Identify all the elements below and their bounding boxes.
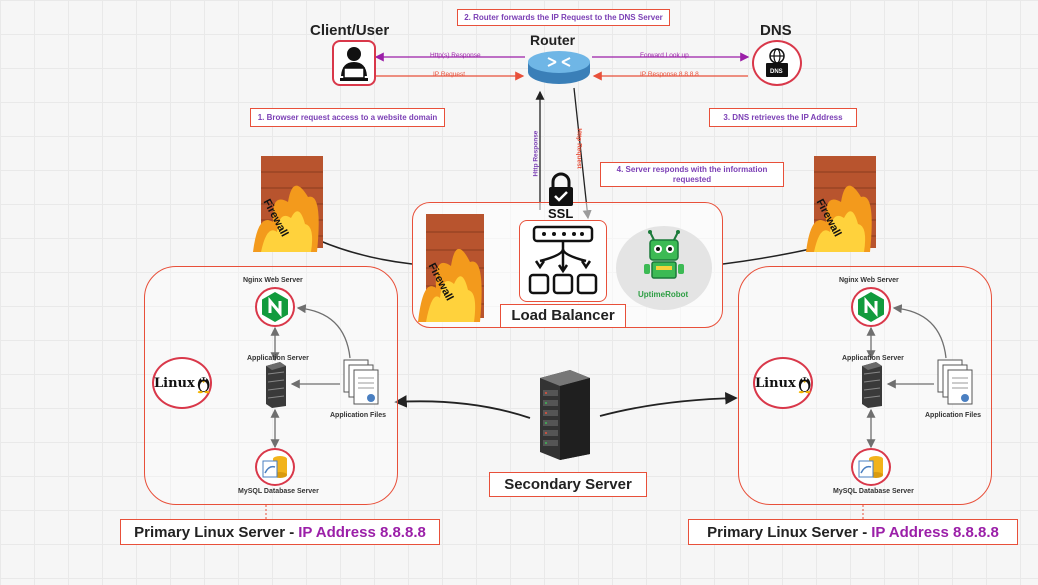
client-icon-box [332,40,376,86]
edge-label-lb-response: Http Response [532,130,540,177]
primary-title-text-right: Primary Linux Server - [707,523,868,541]
edge-label-client-request: IP Request [433,71,466,78]
nginx-label-right: Nginx Web Server [839,277,899,284]
router-label: Router [530,32,576,48]
app-files-icon-right [934,358,974,408]
nginx-icon-right [851,287,891,327]
lock-icon [545,172,577,208]
note-step1: 1. Browser request access to a website d… [250,108,445,127]
firewall-lb: Firewall [418,210,490,322]
edge-left-firewall [317,239,413,265]
dns-icon-text: DNS [770,69,783,75]
linux-icon-right: Linux [753,357,813,409]
edge-label-dns-response: IP Response 8.8.8.8 [640,71,699,78]
dns-icon: DNS [752,40,802,86]
note-step2: 2. Router forwards the IP Request to the… [457,9,670,26]
mysql-icon-right [851,448,891,486]
primary-ip-right: IP Address 8.8.8.8 [871,523,999,541]
edge-lb-request [573,87,592,220]
edge-secondary-left [394,395,531,419]
edge-label-lb-request: Http Request [575,128,583,169]
edge-label-dns-forward: Forward Look up [640,52,689,59]
primary-ip-left: IP Address 8.8.8.8 [298,523,426,541]
note-step4: 4. Server responds with the information … [600,162,784,187]
tux-icon-right [798,377,811,394]
edge-label-client-response: Http(s) Response [430,52,481,59]
app-server-icon-right [858,362,884,408]
edge-right-files-nginx [892,304,947,359]
edge-right-firewall [722,247,816,265]
user-laptop-icon [340,47,368,81]
client-label: Client/User [310,22,390,39]
edge-left-files-nginx [296,304,351,359]
uptime-robot-label: UptimeRobot [638,290,689,299]
uptime-robot-icon: UptimeRobot [616,226,712,310]
app-server-label-left: Application Server [247,355,309,362]
mysql-label-left: MySQL Database Server [238,488,319,495]
primary-title-right: Primary Linux Server - IP Address 8.8.8.… [688,519,1018,545]
tux-icon-left [197,377,210,394]
nginx-label-left: Nginx Web Server [243,277,303,284]
edge-secondary-right [599,391,738,417]
router-icon [526,48,592,86]
primary-title-left: Primary Linux Server - IP Address 8.8.8.… [120,519,440,545]
linux-icon-left: Linux [152,357,212,409]
primary-title-text-left: Primary Linux Server - [134,523,295,541]
mysql-icon-left [255,448,295,486]
linux-text-left: Linux [154,375,195,391]
app-server-label-right: Application Server [842,355,904,362]
nginx-icon-left [255,287,295,327]
firewall-right: Firewall [806,152,881,252]
secondary-server-icon [530,368,598,460]
load-balancer-icon [519,220,607,302]
note-step3: 3. DNS retrieves the IP Address [709,108,857,127]
ssl-label: SSL [548,206,574,221]
mysql-label-right: MySQL Database Server [833,488,914,495]
firewall-left: Firewall [253,152,328,252]
app-files-label-left: Application Files [330,412,387,419]
secondary-server-label: Secondary Server [489,472,647,497]
dns-label: DNS [760,22,792,39]
linux-text-right: Linux [755,375,796,391]
load-balancer-label: Load Balancer [500,304,626,328]
app-files-icon-left [340,358,380,408]
app-server-icon-left [262,362,288,408]
app-files-label-right: Application Files [925,412,982,419]
